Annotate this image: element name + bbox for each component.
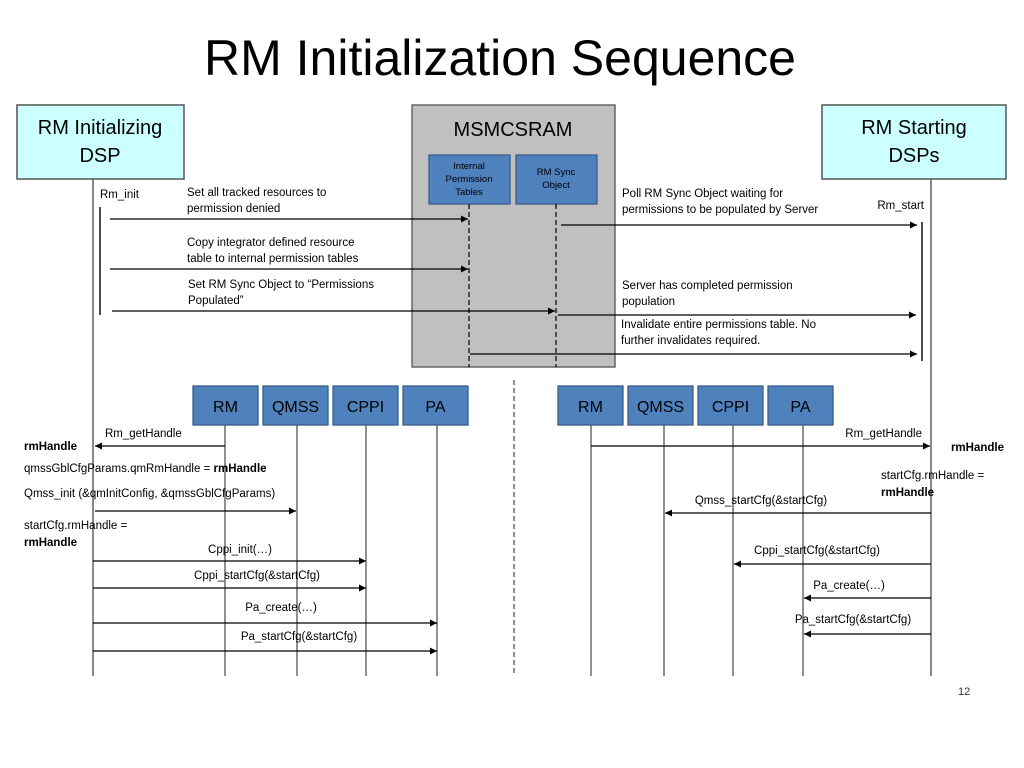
left-call-1-label: Cppi_init(…): [208, 544, 272, 556]
msg-set-sync-label-line-1: Set RM Sync Object to “Permissions: [188, 279, 374, 291]
initializing-dsp-box: [16, 104, 185, 180]
msg-server-complete-label-line-1: Server has completed permission: [622, 280, 793, 292]
initializing-dsp-label-line-1: RM Initializing: [38, 117, 162, 139]
left-module-qmss-box: [262, 385, 329, 426]
right-call-4-label: Pa_startCfg(&startCfg): [795, 614, 911, 626]
permission-tables-label-line-2: Permission: [446, 174, 493, 185]
left-qmss-init-label: Qmss_init (&qmInitConfig, &qmssGblCfgPar…: [24, 488, 275, 500]
right-call-1-label: Qmss_startCfg(&startCfg): [695, 495, 827, 507]
permission-tables-label-line-3: Tables: [455, 187, 483, 198]
slide-title: RM Initialization Sequence: [204, 30, 796, 86]
rm-start-label: Rm_start: [877, 200, 924, 212]
left-module-pa-label: PA: [425, 399, 445, 416]
left-call-4-label: Pa_startCfg(&startCfg): [241, 631, 357, 643]
right-call-2-label: Cppi_startCfg(&startCfg): [754, 545, 880, 557]
left-rm-handle-label: rmHandle: [24, 441, 77, 453]
msg-copy-table-label-line-2: table to internal permission tables: [187, 253, 359, 265]
right-module-cppi-label: CPPI: [712, 399, 749, 416]
left-module-cppi-label: CPPI: [347, 399, 384, 416]
left-module-cppi-box: [332, 385, 399, 426]
left-call-3-label: Pa_create(…): [245, 602, 317, 614]
msg-poll-sync-label-line-1: Poll RM Sync Object waiting for: [622, 188, 783, 200]
starting-dsps-label-line-1: RM Starting: [861, 117, 967, 139]
msg-copy-table-label-line-1: Copy integrator defined resource: [187, 237, 355, 249]
msg-set-denied-label-line-1: Set all tracked resources to: [187, 187, 326, 199]
left-module-qmss-label: QMSS: [272, 399, 319, 416]
starting-dsps-label-line-2: DSPs: [888, 145, 939, 167]
right-module-qmss-box: [627, 385, 694, 426]
sync-object-label-line-2: Object: [542, 180, 570, 191]
sync-object-box: [515, 154, 598, 205]
right-startcfg-value-label: rmHandle: [881, 487, 934, 499]
permission-tables-box: [428, 154, 511, 205]
left-module-rm-label: RM: [213, 399, 238, 416]
right-module-cppi-box: [697, 385, 764, 426]
right-startcfg-assign-label: startCfg.rmHandle =: [881, 470, 985, 482]
msg-poll-sync-label-line-2: permissions to be populated by Server: [622, 204, 818, 216]
right-module-qmss-label: QMSS: [637, 399, 684, 416]
msg-set-sync-label-line-2: Populated”: [188, 295, 244, 307]
left-qmss-assign-label: qmssGblCfgParams.qmRmHandle = rmHandle: [24, 463, 267, 475]
left-startcfg-value-label: rmHandle: [24, 537, 77, 549]
right-module-pa-box: [767, 385, 834, 426]
page-number: 12: [958, 686, 971, 698]
right-module-pa-label: PA: [790, 399, 810, 416]
right-module-rm-label: RM: [578, 399, 603, 416]
msmcsram-block: [411, 104, 616, 368]
left-qmss-assign-value: rmHandle: [214, 463, 267, 475]
right-module-rm-box: [557, 385, 624, 426]
right-get-handle-label: Rm_getHandle: [845, 428, 922, 440]
left-module-pa-box: [402, 385, 469, 426]
msmcsram-label: MSMCSRAM: [454, 119, 573, 141]
permission-tables-label-line-1: Internal: [453, 161, 485, 172]
msg-invalidate-label-line-2: further invalidates required.: [621, 335, 760, 347]
left-call-2-label: Cppi_startCfg(&startCfg): [194, 570, 320, 582]
msg-invalidate-label-line-1: Invalidate entire permissions table. No: [621, 319, 816, 331]
left-get-handle-label: Rm_getHandle: [105, 428, 182, 440]
starting-dsps-box: [821, 104, 1007, 180]
initializing-dsp-label-line-2: DSP: [79, 145, 120, 167]
msg-set-denied-label-line-2: permission denied: [187, 203, 280, 215]
right-rm-handle-label: rmHandle: [951, 442, 1004, 454]
left-startcfg-assign-label: startCfg.rmHandle =: [24, 520, 128, 532]
sync-object-label-line-1: RM Sync: [537, 167, 576, 178]
right-call-3-label: Pa_create(…): [813, 580, 885, 592]
rm-init-label: Rm_init: [100, 189, 140, 201]
msg-server-complete-label-line-2: population: [622, 296, 675, 308]
